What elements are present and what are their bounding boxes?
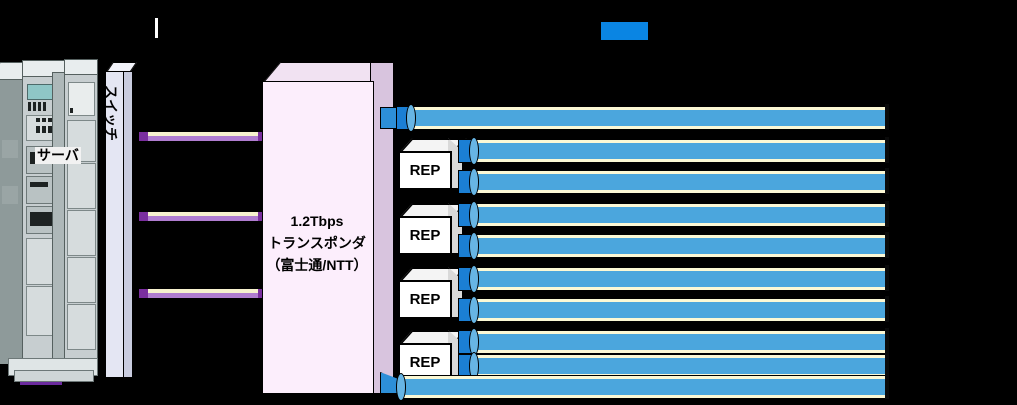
- fiber-bar-7: [472, 298, 885, 322]
- cable-switch-to-transponder-2: [148, 211, 260, 222]
- fiber-lens-4: [469, 201, 479, 229]
- fiber-lens-2: [469, 137, 479, 165]
- fiber-end-9: [885, 352, 889, 378]
- fiber-bar-10: [400, 375, 885, 399]
- fiber-lens-5: [469, 232, 479, 260]
- fiber-bar-6: [472, 267, 885, 291]
- switch-label: スイッチ: [103, 85, 119, 141]
- cable-switch-to-transponder-3: [148, 288, 260, 299]
- fiber-lens-10: [396, 373, 406, 401]
- fiber-end-5: [885, 232, 889, 258]
- fiber-bar-1: [400, 106, 885, 130]
- fiber-end-7: [885, 296, 889, 322]
- fiber-lens-7: [469, 296, 479, 324]
- fiber-end-8: [885, 328, 889, 354]
- cable-connector-left-2: [139, 212, 148, 221]
- fiber-bar-8: [472, 330, 885, 354]
- fiber-bar-5: [472, 234, 885, 258]
- cable-connector-left-3: [139, 289, 148, 298]
- transponder-label-line2: トランスポンダ: [268, 235, 366, 251]
- repeater-label-3: REP: [398, 280, 452, 319]
- server-rack: サーバ: [0, 58, 100, 383]
- fiber-lens-3: [469, 168, 479, 196]
- server-label: サーバ: [35, 147, 81, 164]
- fiber-bar-4: [472, 203, 885, 227]
- fiber-end-3: [885, 168, 889, 194]
- fiber-end-2: [885, 137, 889, 163]
- fiber-end-6: [885, 265, 889, 291]
- fiber-lens-1: [406, 104, 416, 132]
- status-badge: [601, 22, 648, 40]
- cable-connector-left-1: [139, 132, 148, 141]
- fiber-bar-2: [472, 139, 885, 163]
- cable-switch-to-transponder-1: [148, 131, 260, 142]
- fiber-bar-9: [472, 354, 885, 378]
- fiber-bar-3: [472, 170, 885, 194]
- fiber-end-10: [885, 373, 889, 399]
- fiber-end-1: [885, 104, 889, 130]
- transponder-label-line1: 1.2Tbps: [290, 213, 344, 229]
- fiber-lens-6: [469, 265, 479, 293]
- fiber-end-4: [885, 201, 889, 227]
- repeater-label-1: REP: [398, 151, 452, 190]
- transponder-label-line3: （富士通/NTT）: [266, 257, 368, 273]
- repeater-label-2: REP: [398, 216, 452, 255]
- text-caret-artifact: [155, 18, 158, 38]
